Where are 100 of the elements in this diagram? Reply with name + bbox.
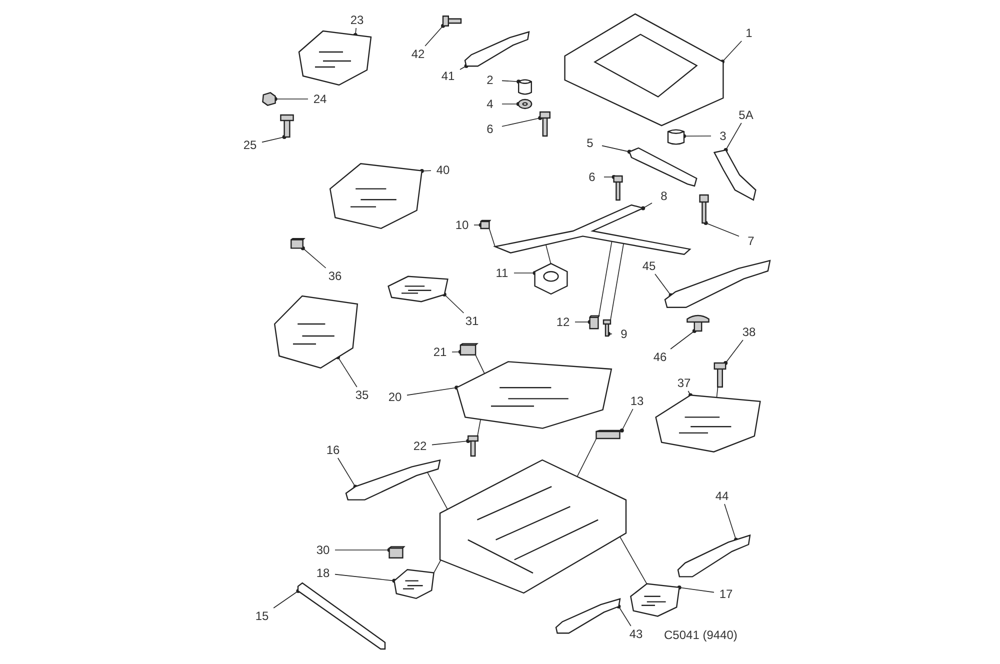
callout-number: 11 bbox=[490, 265, 514, 281]
bushing-drawing bbox=[666, 128, 686, 146]
bushing-drawing bbox=[517, 78, 533, 96]
assembly-line bbox=[716, 386, 718, 398]
bracket-drawing bbox=[556, 597, 620, 635]
leader-line bbox=[616, 604, 632, 626]
leader-line bbox=[654, 274, 673, 298]
callout-number: 4 bbox=[478, 96, 502, 112]
callout-number: 31 bbox=[460, 313, 484, 329]
assembly-line bbox=[477, 419, 481, 436]
callout-number: 21 bbox=[428, 344, 452, 360]
leader-line bbox=[514, 271, 537, 275]
clip-drawing bbox=[290, 238, 304, 250]
callout-number: 5A bbox=[734, 107, 758, 123]
leader-line bbox=[704, 221, 740, 237]
leader-line bbox=[338, 458, 358, 489]
callout-number: 8 bbox=[652, 188, 676, 204]
leader-line bbox=[682, 134, 712, 138]
callout-number: 37 bbox=[672, 375, 696, 391]
floor-pan-drawing bbox=[440, 460, 626, 593]
callout-number: 12 bbox=[551, 314, 575, 330]
clip-drawing bbox=[262, 92, 276, 106]
callout-number: 30 bbox=[311, 542, 335, 558]
callout-number: 6 bbox=[478, 121, 502, 137]
callout-number: 42 bbox=[406, 46, 430, 62]
leader-line bbox=[502, 102, 520, 106]
callout-number: 13 bbox=[625, 393, 649, 409]
assembly-line bbox=[610, 243, 624, 320]
leader-line bbox=[724, 340, 744, 365]
callout-number: 43 bbox=[624, 626, 648, 642]
leader-line bbox=[574, 320, 592, 324]
drawing-number: C5041 (9440) bbox=[664, 628, 738, 642]
leader-line bbox=[442, 292, 464, 314]
sill-drawing bbox=[298, 583, 385, 649]
callout-number: 25 bbox=[238, 137, 262, 153]
cross-brace-drawing bbox=[495, 205, 690, 257]
bolt-drawing bbox=[538, 112, 552, 136]
leader-line bbox=[460, 64, 468, 70]
leader-line bbox=[334, 548, 392, 552]
bolt-drawing bbox=[712, 363, 728, 387]
bolt-drawing bbox=[602, 320, 612, 336]
bolt-drawing bbox=[698, 195, 710, 223]
bracket-drawing bbox=[678, 533, 750, 579]
callout-number: 10 bbox=[450, 217, 474, 233]
callout-number: 18 bbox=[311, 565, 335, 581]
leader-line bbox=[724, 122, 742, 152]
callout-number: 38 bbox=[737, 324, 761, 340]
leader-line bbox=[677, 586, 714, 593]
assembly-line bbox=[475, 354, 485, 374]
leader-line bbox=[353, 28, 358, 37]
callout-number: 23 bbox=[345, 12, 369, 28]
panel-drawing bbox=[385, 275, 451, 303]
clip-drawing bbox=[480, 220, 490, 230]
leader-line bbox=[300, 246, 326, 268]
leader-line bbox=[724, 504, 738, 542]
leader-line bbox=[424, 24, 445, 46]
assembly-line bbox=[598, 241, 612, 316]
assembly-line bbox=[546, 244, 552, 264]
bolt-drawing bbox=[278, 115, 296, 137]
control-arm-drawing bbox=[628, 148, 698, 186]
bolt-drawing bbox=[612, 176, 624, 200]
leader-line bbox=[502, 116, 542, 127]
callout-number: 16 bbox=[321, 442, 345, 458]
callout-number: 17 bbox=[714, 586, 738, 602]
callout-number: 6 bbox=[580, 169, 604, 185]
callout-number: 35 bbox=[350, 387, 374, 403]
leader-line bbox=[606, 332, 612, 336]
engine-mount-drawing bbox=[533, 262, 569, 294]
leader-line bbox=[620, 408, 634, 432]
callout-number: 15 bbox=[250, 608, 274, 624]
callout-number: 20 bbox=[383, 389, 407, 405]
callout-number: 24 bbox=[308, 91, 332, 107]
leader-line bbox=[432, 439, 470, 446]
leader-line bbox=[273, 589, 300, 608]
callout-number: 40 bbox=[431, 162, 455, 178]
leader-line bbox=[474, 223, 483, 227]
bolt-drawing bbox=[443, 14, 461, 28]
clip-drawing bbox=[459, 343, 477, 357]
plug-drawing bbox=[686, 312, 710, 332]
leader-line bbox=[420, 169, 432, 173]
callout-number: 46 bbox=[648, 349, 672, 365]
leader-line bbox=[602, 145, 632, 154]
callout-number: 3 bbox=[711, 128, 735, 144]
clip-drawing bbox=[388, 546, 404, 560]
callout-number: 2 bbox=[478, 72, 502, 88]
leader-line bbox=[262, 135, 286, 143]
assembly-line bbox=[433, 560, 442, 574]
control-arm-drawing bbox=[712, 150, 758, 200]
callout-number: 44 bbox=[710, 488, 734, 504]
callout-number: 7 bbox=[739, 233, 763, 249]
bracket-drawing bbox=[346, 458, 440, 502]
leader-line bbox=[720, 40, 742, 64]
panel-drawing bbox=[392, 568, 436, 600]
leader-line bbox=[502, 80, 521, 84]
leader-line bbox=[670, 329, 696, 350]
leader-line bbox=[688, 390, 692, 398]
bolt-drawing bbox=[589, 315, 599, 331]
panel-drawing bbox=[628, 582, 682, 618]
callout-number: 1 bbox=[737, 25, 761, 41]
callout-number: 45 bbox=[637, 258, 661, 274]
